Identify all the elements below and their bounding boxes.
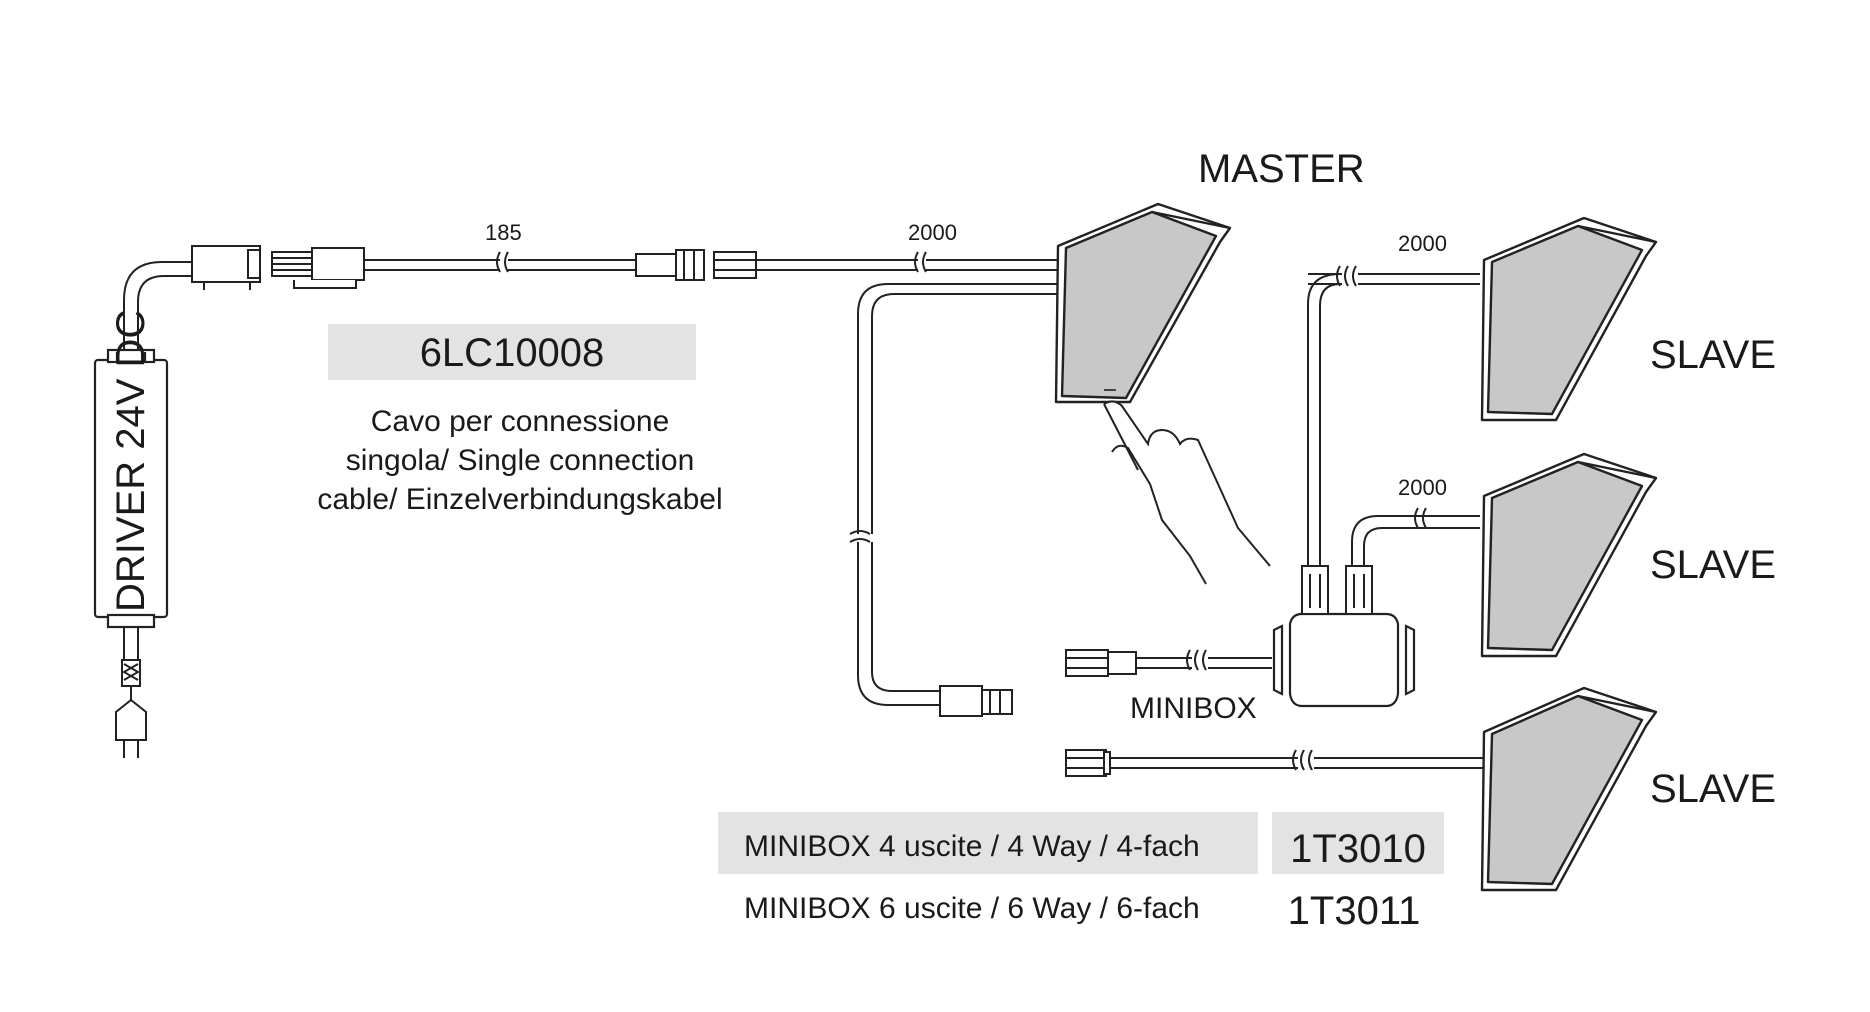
inline-connector <box>635 249 757 281</box>
slave-3-label: SLAVE <box>1650 767 1776 811</box>
cable-description-line-1: Cavo per connessione <box>371 405 670 438</box>
driver-label: DRIVER 24V DC <box>109 310 153 612</box>
minibox-label: MINIBOX <box>1130 692 1257 725</box>
driver-unit <box>93 348 169 629</box>
hand-touch-icon <box>1103 400 1271 585</box>
single-connection-cable <box>364 251 636 273</box>
mains-plug <box>115 627 147 758</box>
minibox-option-1-code-highlight <box>1272 812 1444 874</box>
minibox-connector-slave-1 <box>1301 565 1329 615</box>
slave-3-connector <box>1065 749 1111 777</box>
minibox-input-connector <box>1065 649 1137 677</box>
slave-3-cable <box>1104 749 1484 771</box>
slave-3-lamp <box>1480 686 1658 892</box>
male-connector <box>271 247 365 289</box>
slave-2-label: SLAVE <box>1650 543 1776 587</box>
minibox-connector-slave-2 <box>1345 565 1373 615</box>
master-output-cable <box>849 283 1060 706</box>
dimension-2000-slave-1: 2000 <box>1398 231 1447 256</box>
cable-description-line-2: singola/ Single connection <box>346 444 695 477</box>
master-lamp <box>1054 202 1232 404</box>
cable-product-code: 6LC10008 <box>420 331 605 375</box>
minibox-option-1-highlight <box>718 812 1258 874</box>
slave-1-lamp <box>1480 216 1658 422</box>
minibox-unit <box>1272 612 1416 708</box>
master-output-connector <box>939 685 1013 717</box>
master-label: MASTER <box>1198 147 1365 191</box>
slave-2-lamp <box>1480 452 1658 658</box>
driver-output-cable <box>123 261 192 350</box>
slave-1-cable <box>1307 265 1480 566</box>
minibox-option-2-code: 1T3011 <box>1288 889 1421 933</box>
cable-description-line-3: cable/ Einzelverbindungskabel <box>317 483 722 516</box>
master-cable <box>756 251 1062 273</box>
minibox-input-cable <box>1136 649 1272 671</box>
slave-2-cable <box>1351 507 1480 566</box>
dimension-2000-slave-2: 2000 <box>1398 475 1447 500</box>
slave-1-label: SLAVE <box>1650 333 1776 377</box>
female-connector <box>191 245 261 290</box>
minibox-option-2-description: MINIBOX 6 uscite / 6 Way / 6-fach <box>744 892 1200 925</box>
dimension-185: 185 <box>485 220 522 245</box>
minibox-option-1-code: 1T3010 <box>1290 827 1426 871</box>
dimension-2000-master: 2000 <box>908 220 957 245</box>
minibox-option-1-description: MINIBOX 4 uscite / 4 Way / 4-fach <box>744 830 1200 863</box>
cable-code-highlight <box>328 324 696 380</box>
